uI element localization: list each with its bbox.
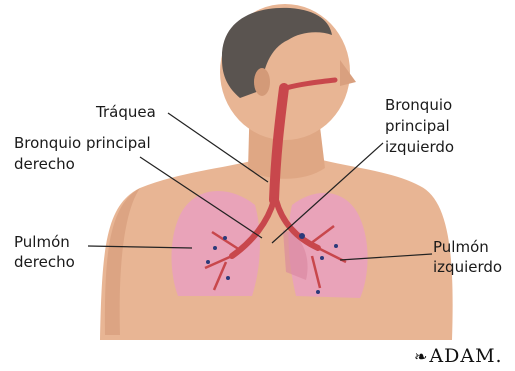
- label-trachea: Tráquea: [96, 103, 156, 122]
- logo-text: ADAM.: [429, 345, 502, 367]
- label-left-bronchus-line1: Bronquio: [385, 96, 452, 115]
- label-right-lung-line1: Pulmón: [14, 233, 70, 252]
- label-right-lung-line2: derecho: [14, 253, 75, 272]
- ear: [254, 68, 270, 96]
- label-left-lung-line1: Pulmón: [433, 238, 489, 257]
- adam-logo: ❧ADAM.: [414, 345, 503, 367]
- label-left-bronchus-line2: principal: [385, 117, 450, 136]
- label-right-bronchus-line1: Bronquio principal: [14, 134, 151, 153]
- label-right-bronchus-line2: derecho: [14, 155, 75, 174]
- label-left-bronchus-line3: izquierdo: [385, 138, 454, 157]
- label-left-lung-line2: izquierdo: [433, 258, 502, 277]
- leaf-icon: ❧: [414, 347, 428, 366]
